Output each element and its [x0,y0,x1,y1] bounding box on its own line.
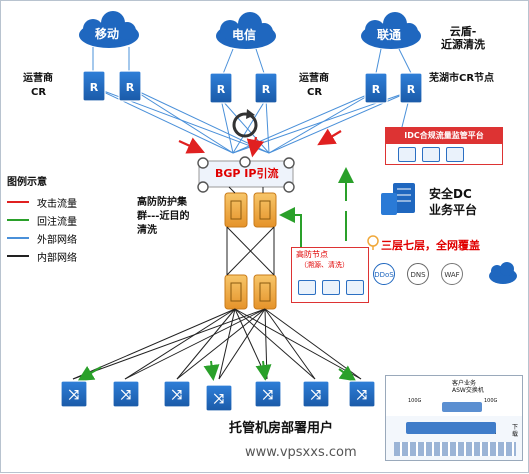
svg-text:⤨: ⤨ [121,388,132,403]
firewall-glyphs [230,200,271,302]
switch-icon [60,380,376,412]
defense-node-card: 高防节点 （溯源、清洗） [291,247,369,303]
gear-icon [346,280,364,295]
svg-text:R: R [372,83,381,96]
inset-core [406,422,496,434]
bulb-icon [367,235,379,250]
inset-side-label: 下 载 [512,424,519,439]
svg-text:R: R [262,83,271,96]
defense-node-title: 高防节点 [296,250,328,259]
refresh-icon [232,109,258,138]
dns-badge: DNS [407,263,429,285]
server-icon [381,183,415,215]
cloud-unicom-label: 联通 [377,28,402,42]
l3l7-label: 三层七层，全网覆盖 [381,239,480,252]
watermark: www.vpsxxs.com [245,445,357,460]
svg-text:R: R [126,81,135,94]
cr-mid-label-1: 运营商 [299,73,329,84]
inset-100g-a: 100G [408,398,422,404]
svg-text:R: R [90,81,99,94]
inset-rack-row [394,442,516,456]
svg-text:⤨: ⤨ [263,388,274,403]
cr-left-label-2: CR [31,87,47,98]
hosting-users-label: 托管机房部署用户 [229,421,334,436]
cloud-small-icon [489,262,517,284]
wuhu-cr-label: 芜湖市CR节点 [429,73,495,84]
monitor-icon [398,147,416,162]
inset-title: 客户业务 ASW交换机 [452,380,484,395]
server-rack-icon [322,280,340,295]
idc-card-title: IDC合规流量监管平台 [386,128,502,144]
svg-text:⤨: ⤨ [311,388,322,403]
cloud-telecom [216,12,276,49]
cr-left-label-1: 运营商 [23,73,53,84]
ha-cluster-label-2: 群---近目的 [137,211,190,222]
shield-icon [446,147,464,162]
svg-text:⤨: ⤨ [172,388,183,403]
internal-links [72,186,362,380]
switch-glyphs: ⤨ ⤨ ⤨ ⤨ ⤨ ⤨ ⤨ [69,388,368,407]
svg-text:⤨: ⤨ [69,388,80,403]
attack-arrows [178,128,342,158]
dc-label-2: 业务平台 [429,203,478,217]
svg-text:⤨: ⤨ [214,392,225,407]
router-icon [82,70,423,104]
ddos-badge: DDoS [373,263,395,285]
waf-badge: WAF [441,263,463,285]
bgp-nodes [197,156,295,193]
cr-mid-label-2: CR [307,87,323,98]
reinject-arrows [77,167,357,382]
inset-100g-b: 100G [484,398,498,404]
document-icon [422,147,440,162]
cloud-mobile [79,11,139,48]
svg-text:⤨: ⤨ [357,388,368,403]
defense-node-subtitle: （溯源、清洗） [300,261,349,269]
svg-text:R: R [407,83,416,96]
cloud-unicom [361,12,421,49]
bgp-label: BGP IP引流 [215,167,279,180]
datacenter-inset: 客户业务 ASW交换机 100G 100G SAN 下 载 [385,375,523,461]
legend-title: 图例示意 [7,177,47,188]
cloud-mobile-label: 移动 [95,27,120,41]
inset-switch [442,402,482,412]
cloudshield-label: 云盾- 近源清洗 [441,25,485,52]
ha-cluster-label-3: 清洗 [137,225,157,236]
router-glyphs: R R R R R R [90,81,416,96]
idc-compliance-card: IDC合规流量监管平台 [385,127,503,165]
ha-cluster-label-1: 高防防护集 [137,197,187,208]
svg-text:R: R [217,83,226,96]
dc-label-1: 安全DC [429,187,472,201]
desktop-icon [298,280,316,295]
cloud-telecom-label: 电信 [232,28,257,42]
